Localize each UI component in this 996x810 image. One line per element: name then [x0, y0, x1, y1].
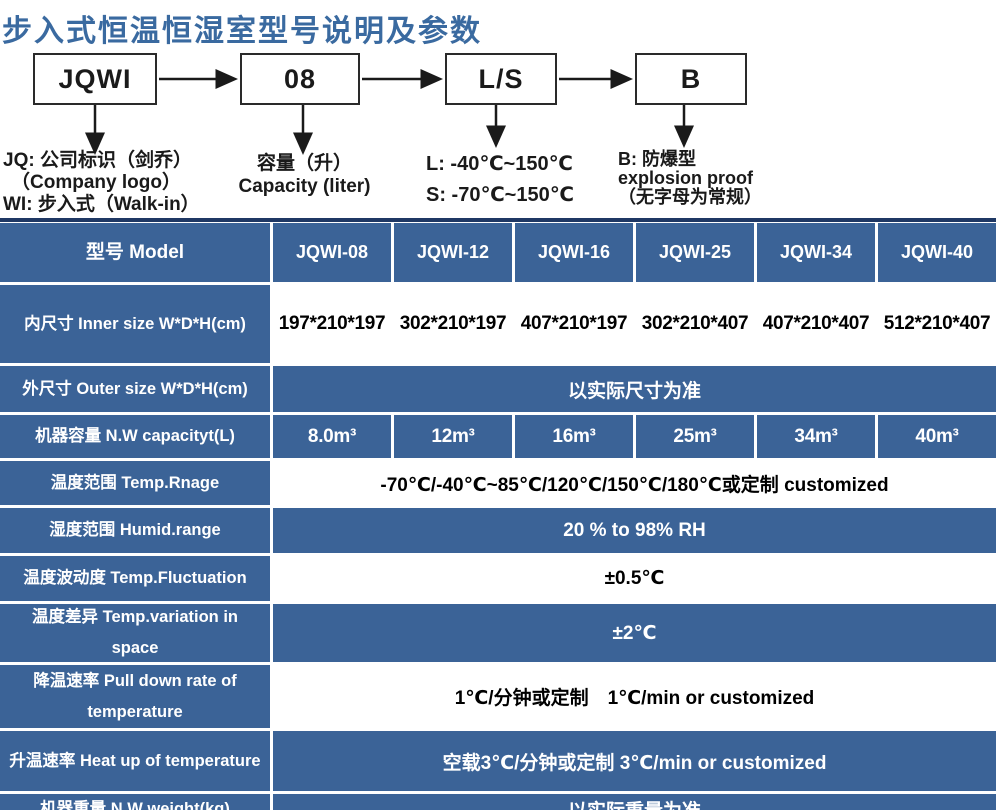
row-label: 升温速率 Heat up of temperature [0, 731, 270, 791]
row-label: 机器重量 N.W weight(kg) [0, 794, 270, 810]
row-value-cell: 407*210*197 [515, 285, 633, 363]
row-label: 温度波动度 Temp.Fluctuation [0, 556, 270, 601]
desc-line: 容量（升） [256, 153, 352, 174]
row-value-cell: 512*210*407 [878, 285, 996, 363]
row-label: 温度差异 Temp.variation in space [0, 604, 270, 662]
row-value-cell: 16m³ [515, 415, 633, 458]
row-value-span: 空载3℃/分钟或定制 3℃/min or customized [273, 731, 996, 791]
row-value-cell: 302*210*197 [394, 285, 512, 363]
row-value-span: ±0.5℃ [273, 556, 996, 601]
row-value-span: -70℃/-40℃~85℃/120℃/150℃/180℃或定制 customiz… [273, 461, 996, 505]
header-model-name: JQWI-25 [636, 223, 754, 282]
row-value-span: 1℃/分钟或定制 1℃/min or customized [273, 665, 996, 728]
flow-box-explosion: B [635, 53, 747, 105]
flow-desc-company: JQ: 公司标识（剑乔） （Company logo） WI: 步入式（Walk… [3, 150, 238, 216]
row-label: 湿度范围 Humid.range [0, 508, 270, 553]
desc-line: Capacity (liter) [238, 176, 371, 197]
desc-line: （Company logo） [11, 172, 181, 193]
row-label: 机器容量 N.W capacityt(L) [0, 415, 270, 458]
row-value-span: 以实际重量为准 [273, 794, 996, 810]
desc-line: JQ: 公司标识（剑乔） [3, 150, 192, 171]
desc-line: WI: 步入式（Walk-in） [3, 194, 200, 215]
flow-desc-temp-range: L: -40℃~150℃ S: -70℃~150℃ [426, 149, 616, 211]
header-model-name: JQWI-34 [757, 223, 875, 282]
row-value-span: ±2℃ [273, 604, 996, 662]
desc-line: S: -70℃~150℃ [426, 184, 574, 206]
desc-line: B: 防爆型 [618, 149, 696, 169]
header-model-name: JQWI-16 [515, 223, 633, 282]
header-model-name: JQWI-12 [394, 223, 512, 282]
row-value-cell: 34m³ [757, 415, 875, 458]
desc-line: （无字母为常规） [618, 187, 762, 207]
row-value-span: 以实际尺寸为准 [273, 366, 996, 412]
page-title: 步入式恒温恒湿室型号说明及参数 [2, 15, 482, 48]
header-model-label: 型号 Model [0, 223, 270, 282]
flow-desc-explosion: B: 防爆型 explosion proof （无字母为常规） [618, 150, 818, 207]
row-value-cell: 302*210*407 [636, 285, 754, 363]
row-value-span: 20 % to 98% RH [273, 508, 996, 553]
row-label: 外尺寸 Outer size W*D*H(cm) [0, 366, 270, 412]
flow-desc-capacity: 容量（升） Capacity (liter) [222, 152, 387, 198]
flow-box-capacity: 08 [240, 53, 360, 105]
row-value-cell: 40m³ [878, 415, 996, 458]
desc-line: explosion proof [618, 168, 753, 188]
header-model-name: JQWI-40 [878, 223, 996, 282]
row-value-cell: 12m³ [394, 415, 512, 458]
header-model-name: JQWI-08 [273, 223, 391, 282]
flow-box-temp-code: L/S [445, 53, 557, 105]
row-value-cell: 407*210*407 [757, 285, 875, 363]
desc-line: L: -40℃~150℃ [426, 153, 573, 175]
row-value-cell: 197*210*197 [273, 285, 391, 363]
row-label: 温度范围 Temp.Rnage [0, 461, 270, 505]
row-value-cell: 25m³ [636, 415, 754, 458]
row-label: 降温速率 Pull down rate of temperature [0, 665, 270, 728]
row-label: 内尺寸 Inner size W*D*H(cm) [0, 285, 270, 363]
row-value-cell: 8.0m³ [273, 415, 391, 458]
flow-box-jqwi: JQWI [33, 53, 157, 105]
table-top-border [0, 218, 996, 222]
